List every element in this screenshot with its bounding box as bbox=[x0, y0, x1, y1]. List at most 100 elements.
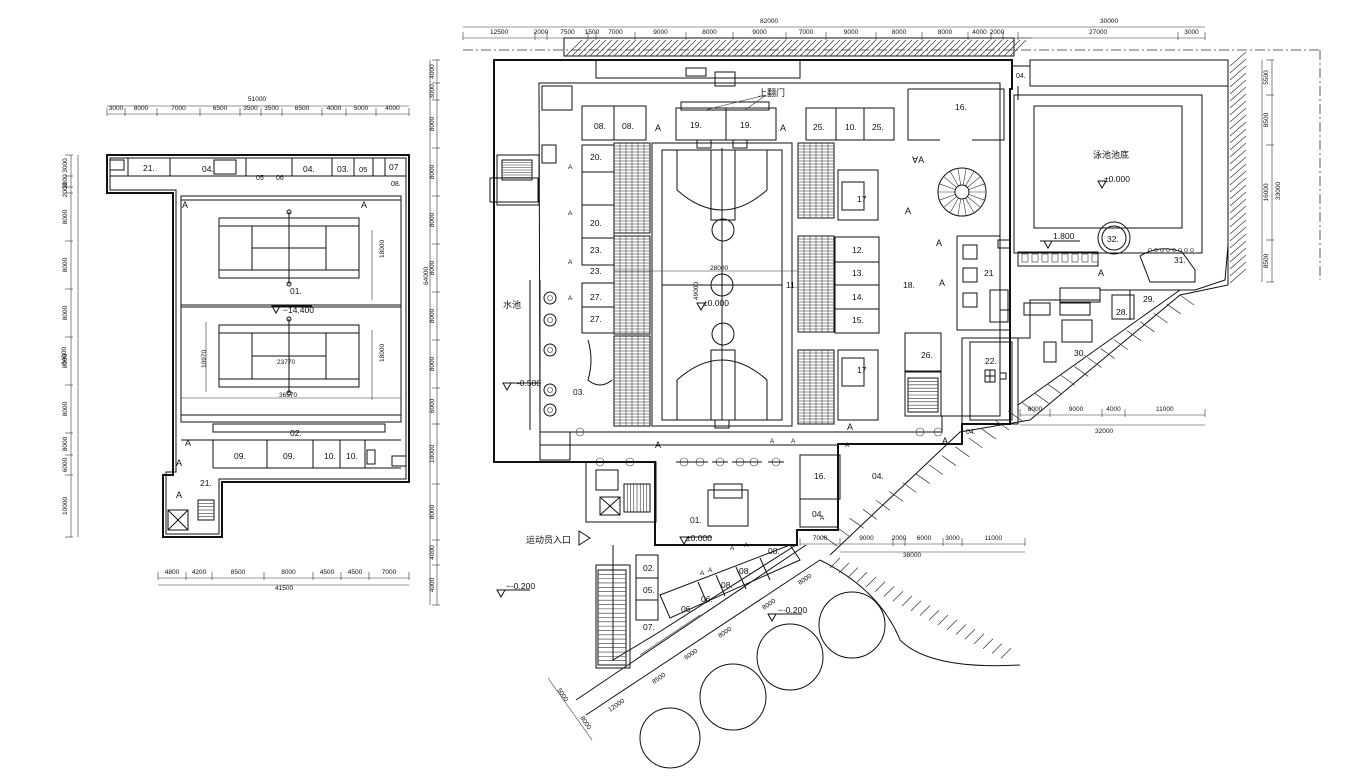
left-top-dim-7: 4000 bbox=[327, 105, 342, 112]
left-court-total: 36570 bbox=[279, 392, 297, 399]
room-26: 26. bbox=[921, 350, 933, 360]
room-16a: 16. bbox=[955, 102, 967, 112]
room-30: 30. bbox=[1074, 348, 1086, 358]
mark-a-small-6: A bbox=[730, 545, 735, 552]
main-top-total: 82000 bbox=[760, 18, 778, 25]
left-top-dim-1: 8000 bbox=[134, 105, 149, 112]
room-08e: 08. bbox=[768, 546, 780, 556]
left-room-05b: 05 bbox=[359, 165, 367, 174]
room-31: 31. bbox=[1174, 255, 1186, 265]
room-22: 22. bbox=[985, 356, 997, 366]
mark-a-small-8: A bbox=[700, 570, 705, 577]
room-08d: 08. bbox=[739, 566, 751, 576]
left-left-dim-0: 3000 bbox=[62, 158, 69, 173]
mark-a-small-10: A bbox=[820, 515, 825, 522]
left-bottom-dim-5: 4500 bbox=[348, 569, 363, 576]
left-level: −14.400 bbox=[283, 305, 314, 315]
mark-a-3: ∀A bbox=[912, 155, 924, 165]
room-25a: 25. bbox=[813, 122, 825, 132]
main-top-dim-6: 8000 bbox=[702, 29, 717, 36]
main-left-dim-6: 8000 bbox=[429, 308, 436, 323]
right-bottom-dim-0: 8000 bbox=[1028, 406, 1043, 413]
left-room-05: 05 bbox=[256, 175, 264, 182]
court-height: 49000 bbox=[693, 282, 700, 300]
mark-a-small-4: A bbox=[791, 438, 796, 445]
mark-a-small-11: A bbox=[845, 442, 850, 449]
main-left-dim-0: 4000 bbox=[429, 64, 436, 79]
room-06a: 06. bbox=[681, 604, 693, 614]
room-23a: 23. bbox=[590, 245, 602, 255]
main-right-dim-3: 8500 bbox=[1263, 253, 1270, 268]
court-width: 28000 bbox=[710, 265, 728, 272]
left-bottom-dim-1: 4200 bbox=[192, 569, 207, 576]
pool-top-dim-1: 3000 bbox=[1184, 29, 1199, 36]
left-left-dim-2: 2000 bbox=[62, 182, 69, 197]
room-04b: 04. bbox=[872, 471, 884, 481]
left-left-dim-6: 8000 bbox=[62, 353, 69, 368]
main-right-dim-1: 8500 bbox=[1263, 112, 1270, 127]
room-11: 11. bbox=[786, 280, 797, 290]
mark-a-2: A bbox=[780, 123, 786, 133]
left-court-label: 01. bbox=[290, 286, 302, 296]
room-16b: 16. bbox=[814, 471, 826, 481]
left-mark-a4: A bbox=[176, 458, 182, 468]
main-left-dim-5: 8000 bbox=[429, 260, 436, 275]
left-court-dim-1: 18000 bbox=[379, 240, 386, 258]
room-12: 12. bbox=[852, 245, 864, 255]
mark-a-1: A bbox=[655, 123, 661, 133]
left-court-dim-side: 10970 bbox=[201, 350, 208, 368]
left-top-dim-6: 6500 bbox=[295, 105, 310, 112]
room-03: 03. bbox=[573, 387, 585, 397]
room-29: 29. bbox=[1143, 294, 1155, 304]
mark-a-9: A bbox=[942, 436, 948, 446]
main-left-dim-1: 3000 bbox=[429, 84, 436, 99]
room-28: 28. bbox=[1116, 307, 1128, 317]
left-left-dim-1: 3000 bbox=[62, 174, 69, 189]
room-13: 13. bbox=[852, 268, 864, 278]
room-04a: 04. bbox=[812, 509, 824, 519]
diag-dim-2: 8000 bbox=[717, 626, 733, 640]
room-27b: 27. bbox=[590, 314, 602, 324]
lower-dim-2: 2000 bbox=[892, 535, 907, 542]
diag-dim-0: 8000 bbox=[797, 573, 813, 587]
left-left-dim-8: 8000 bbox=[62, 436, 69, 451]
room-20b: 20. bbox=[590, 218, 602, 228]
left-court-length: 23770 bbox=[277, 359, 295, 366]
room-27a: 27. bbox=[590, 292, 602, 302]
athlete-entry-label: 运动员入口 bbox=[526, 535, 571, 545]
room-21: 21 bbox=[984, 268, 994, 278]
room-23b: 23. bbox=[590, 266, 602, 276]
room-05: 05. bbox=[643, 585, 655, 595]
main-top-dim-7: 9000 bbox=[752, 29, 767, 36]
lower-dim-1: 9000 bbox=[859, 535, 874, 542]
main-right-total: 33000 bbox=[1275, 182, 1282, 200]
mark-a-pool: A bbox=[1098, 268, 1104, 278]
room-17a: 17 bbox=[857, 194, 867, 204]
room-08c: 08. bbox=[721, 580, 733, 590]
left-mark-a1: A bbox=[182, 200, 188, 210]
right-bottom-total: 32000 bbox=[1095, 428, 1113, 435]
main-left-total: 64000 bbox=[423, 267, 430, 285]
left-left-dim-3: 8000 bbox=[62, 209, 69, 224]
left-bottom-dim-4: 4500 bbox=[320, 569, 335, 576]
room-08b: 08. bbox=[622, 121, 634, 131]
room-02: 02. bbox=[643, 563, 655, 573]
left-left-total: 64000 bbox=[61, 347, 68, 365]
main-left-dim-8: 6000 bbox=[429, 398, 436, 413]
left-bottom-dim-0: 4800 bbox=[165, 569, 180, 576]
main-left-dim-7: 8000 bbox=[429, 356, 436, 371]
left-room-09a: 09. bbox=[234, 451, 246, 461]
room-01: 01. bbox=[690, 515, 702, 525]
left-room-04b: 04. bbox=[303, 164, 315, 174]
room-10: 10. bbox=[845, 122, 857, 132]
upper-door-label: 上翻门 bbox=[758, 87, 785, 98]
main-left-dim-9: 10000 bbox=[429, 445, 436, 463]
left-bottom-dim-3: 8000 bbox=[281, 569, 296, 576]
main-top-dim-11: 8000 bbox=[938, 29, 953, 36]
lower-dim-4: 3000 bbox=[945, 535, 960, 542]
